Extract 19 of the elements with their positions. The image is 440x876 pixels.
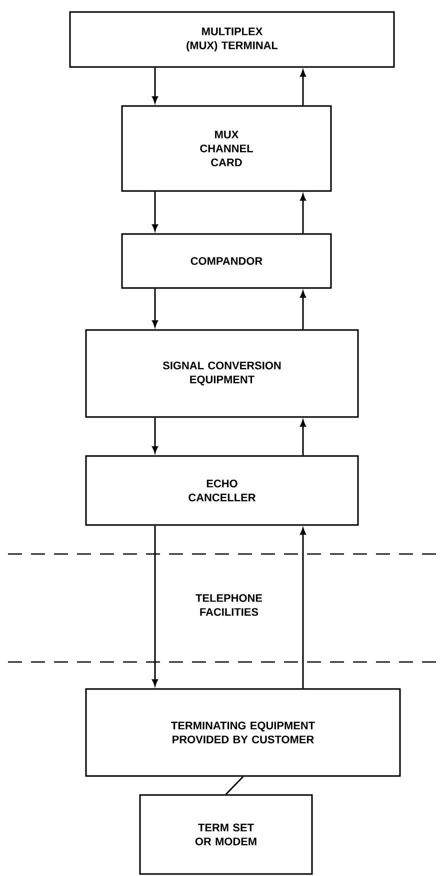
arrow [152,418,158,454]
block-box: TERM SET OR MODEM [139,794,313,875]
arrow [152,526,158,686]
region-label: TELEPHONE FACILITIES [196,594,262,616]
arrow [152,68,158,104]
block-box: ECHO CANCELLER [85,455,359,526]
arrow [300,528,306,688]
arrow [300,194,306,234]
block-box: COMPANDOR [121,233,332,289]
connector-line [225,776,244,795]
arrow [152,192,158,232]
arrow [300,420,306,456]
arrow [300,290,306,330]
block-box: TERMINATING EQUIPMENT PROVIDED BY CUSTOMER [85,688,401,777]
arrow [300,70,306,106]
arrow [152,288,158,328]
block-box: MULTIPLEX (MUX) TERMINAL [69,11,395,68]
block-box: MUX CHANNEL CARD [121,105,332,192]
block-box: SIGNAL CONVERSION EQUIPMENT [85,329,359,418]
